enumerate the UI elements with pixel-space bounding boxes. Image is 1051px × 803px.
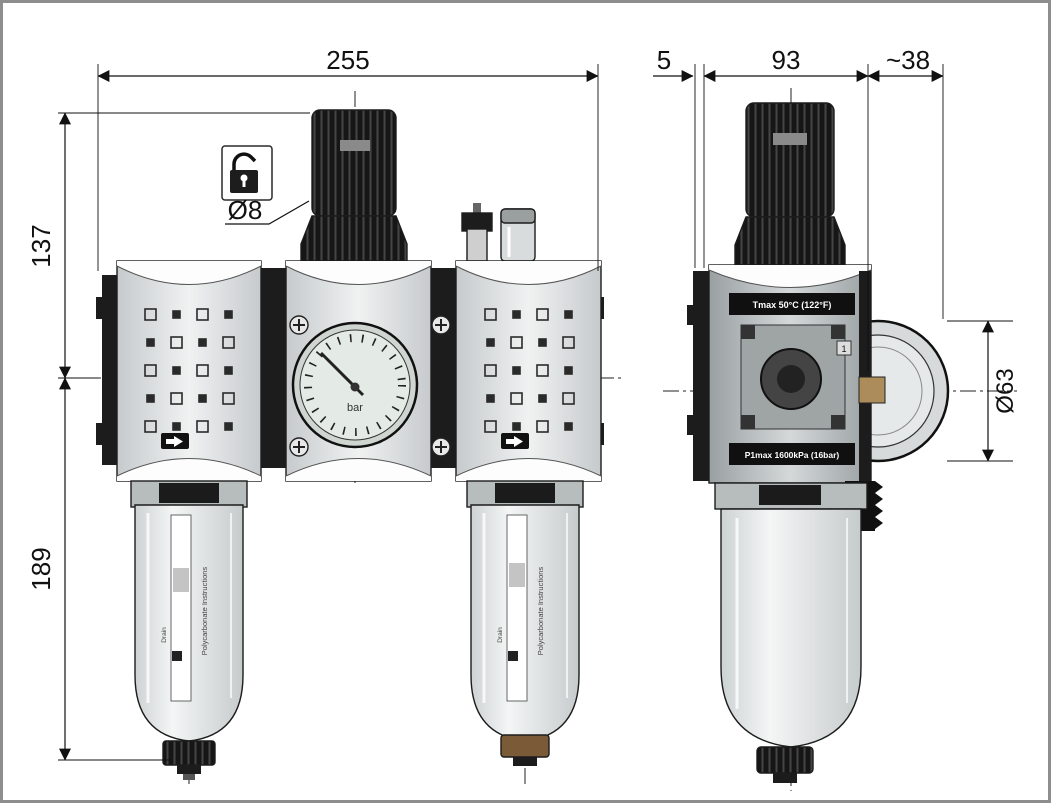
side-bowl bbox=[714, 482, 868, 783]
rating-plate-top bbox=[729, 293, 855, 315]
screw-icon bbox=[289, 315, 309, 335]
dimension-spacer: 5 bbox=[653, 45, 705, 268]
module-clamp-right bbox=[431, 268, 456, 468]
port-marker-label: 1 bbox=[841, 344, 846, 354]
technical-drawing: bar Polycarbonat bbox=[26, 45, 1019, 791]
regulator-knob bbox=[300, 109, 408, 262]
side-body: Tmax 50°C (122°F) 1 P1max 1600kPa (16bar… bbox=[687, 264, 872, 484]
lock-window bbox=[340, 140, 370, 151]
dimension-gauge-depth: ~38 bbox=[867, 45, 944, 371]
bowl-instruction-text: Polycarbonate Instructions bbox=[536, 567, 545, 656]
gauge-unit-label: bar bbox=[347, 402, 363, 414]
dimension-gauge-diameter: Ø63 bbox=[947, 320, 1019, 462]
dim-137-label: 137 bbox=[26, 224, 56, 267]
lock-leader-line bbox=[225, 200, 310, 225]
module-clamp-left bbox=[261, 268, 286, 468]
side-view: Tmax 50°C (122°F) 1 P1max 1600kPa (16bar… bbox=[687, 102, 950, 783]
float-indicator bbox=[173, 568, 189, 592]
dim-38-label: ~38 bbox=[886, 45, 930, 75]
dim-5-label: 5 bbox=[657, 45, 671, 75]
screw-icon bbox=[431, 315, 451, 335]
sight-tube bbox=[506, 514, 528, 702]
mounting-screws bbox=[289, 315, 451, 457]
screw-icon bbox=[431, 437, 451, 457]
lubricator-fill-valve bbox=[461, 203, 493, 262]
lubricator-module bbox=[455, 260, 602, 482]
diaphragm-panel: 1 bbox=[740, 324, 852, 430]
port-marker-box bbox=[836, 340, 852, 356]
rating-plate-bottom bbox=[729, 443, 855, 465]
bowl-instruction-text: Polycarbonate Instructions bbox=[200, 567, 209, 656]
sight-tube bbox=[170, 514, 192, 702]
side-drain-valve bbox=[756, 746, 814, 783]
lock-callout: Ø8 bbox=[221, 145, 310, 225]
dim-63-label: Ø63 bbox=[992, 368, 1019, 413]
gauge-needle bbox=[319, 351, 357, 389]
side-knob bbox=[734, 102, 846, 266]
filter-bowl: Polycarbonate Instructions Drain bbox=[130, 480, 248, 780]
flow-arrow-filter bbox=[161, 433, 189, 449]
end-cap-left bbox=[96, 275, 118, 465]
regulator-module: bar bbox=[285, 260, 451, 482]
bowl-drain-text: Drain bbox=[161, 627, 168, 643]
flow-arrow-lubricator bbox=[501, 433, 529, 449]
dimension-body-width: 93 bbox=[703, 45, 869, 82]
filter-module bbox=[116, 260, 262, 482]
screw-icon bbox=[289, 437, 309, 457]
dimension-height-upper: 137 bbox=[26, 112, 310, 379]
dim-189-label: 189 bbox=[26, 547, 56, 590]
padlock-icon bbox=[221, 145, 273, 201]
front-view: bar Polycarbonat bbox=[96, 109, 604, 780]
lubricator-drain-valve bbox=[500, 734, 550, 766]
filter-drain-valve bbox=[162, 740, 216, 780]
dim-255-label: 255 bbox=[326, 45, 369, 75]
lubricator-sight-dome bbox=[500, 208, 536, 262]
lubricator-vent-grid bbox=[484, 308, 575, 433]
rating-plate-top-label: Tmax 50°C (122°F) bbox=[753, 300, 832, 310]
dim-93-label: 93 bbox=[772, 45, 801, 75]
gauge-stem bbox=[858, 376, 886, 404]
lubricator-bowl: Polycarbonate Instructions Drain bbox=[466, 480, 584, 766]
filter-vent-grid bbox=[144, 308, 235, 433]
dimension-overall-width: 255 bbox=[97, 45, 599, 271]
dim-lock-label: Ø8 bbox=[228, 195, 263, 225]
dimension-height-lower: 189 bbox=[26, 377, 171, 761]
bowl-drain-text: Drain bbox=[497, 627, 504, 643]
rating-plate-bottom-label: P1max 1600kPa (16bar) bbox=[745, 450, 840, 460]
float-indicator bbox=[509, 563, 525, 587]
pressure-gauge: bar bbox=[291, 321, 419, 449]
